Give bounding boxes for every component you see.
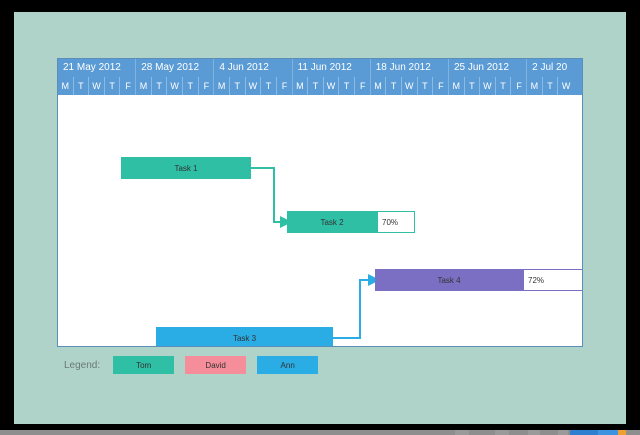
gantt-task-bar[interactable]: Task 3 bbox=[156, 327, 333, 346]
legend-swatch-label: Ann bbox=[280, 360, 295, 370]
timeline-day-cell: M bbox=[58, 77, 74, 95]
timeline-day-cell: T bbox=[74, 77, 90, 95]
gantt-progress-label: 72% bbox=[528, 275, 545, 285]
gantt-task-label: Task 3 bbox=[232, 333, 257, 343]
timeline-day-cell: W bbox=[480, 77, 496, 95]
timeline-day-cell: T bbox=[339, 77, 355, 95]
timeline-day-cell: T bbox=[105, 77, 121, 95]
gantt-task-bar[interactable]: Task 4 bbox=[375, 269, 523, 291]
timeline-day-cell: T bbox=[183, 77, 199, 95]
timeline-week-label: 4 Jun 2012 bbox=[214, 59, 293, 77]
artifact-chip bbox=[570, 430, 598, 435]
timeline-day-cell: T bbox=[230, 77, 246, 95]
artifact-chip bbox=[618, 430, 626, 435]
timeline-week-label: 11 Jun 2012 bbox=[293, 59, 371, 77]
artifact-chip bbox=[558, 430, 568, 435]
gantt-progress-remainder[interactable]: 72% bbox=[523, 269, 582, 291]
timeline-day-cell: M bbox=[293, 77, 309, 95]
timeline-day-cell: M bbox=[136, 77, 152, 95]
gantt-chart-body: Task 1 Task 2 70% Task 3 Task 4 72% bbox=[58, 95, 582, 346]
desktop-taskbar-sliver bbox=[0, 430, 640, 435]
timeline-day-cell: W bbox=[324, 77, 340, 95]
legend-swatch-label: David bbox=[205, 360, 226, 370]
timeline-day-cell: T bbox=[543, 77, 559, 95]
timeline-day-cell: F bbox=[203, 81, 210, 91]
legend-items: Tom David Ann bbox=[113, 356, 329, 374]
timeline-day-cell: F bbox=[125, 81, 131, 91]
legend: Legend: Tom David Ann bbox=[64, 355, 329, 375]
timeline-day-cell: T bbox=[386, 77, 402, 95]
gantt-task-label: Task 1 bbox=[174, 163, 198, 173]
timeline-week-label: 25 Jun 2012 bbox=[449, 59, 528, 77]
timeline-day-cell: M bbox=[527, 77, 543, 95]
artifact-chip bbox=[495, 430, 509, 435]
timeline-day-cell: W bbox=[89, 77, 105, 95]
timeline-day-cell: T bbox=[152, 77, 168, 95]
gantt-task-bar[interactable]: Task 1 bbox=[121, 157, 251, 179]
legend-swatch-tom[interactable]: Tom bbox=[113, 356, 175, 374]
timeline-day-cell: T bbox=[465, 77, 481, 95]
timeline-day-cell: T bbox=[308, 77, 324, 95]
gantt-task-label: Task 4 bbox=[437, 275, 461, 285]
timeline-day-cell: T bbox=[418, 77, 434, 95]
timeline-day-cell: M bbox=[449, 77, 465, 95]
timeline-week-label: 28 May 2012 bbox=[136, 59, 215, 77]
legend-title: Legend: bbox=[64, 359, 101, 371]
timeline-day-cell: M bbox=[371, 77, 387, 95]
gantt-task-bar[interactable]: Task 2 bbox=[287, 211, 377, 233]
legend-swatch-label: Tom bbox=[136, 360, 152, 370]
timeline-day-cell: F bbox=[359, 81, 366, 91]
timeline-week-label: 18 Jun 2012 bbox=[371, 59, 449, 77]
gantt-progress-remainder[interactable]: 70% bbox=[377, 211, 415, 233]
timeline-day-cell: W bbox=[246, 77, 262, 95]
timeline-week-label: 21 May 2012 bbox=[58, 59, 137, 77]
timeline-day-cell: W bbox=[167, 77, 183, 95]
gantt-progress-label: 70% bbox=[382, 217, 399, 227]
connector-task1-task2 bbox=[251, 167, 282, 223]
timeline-day-cell: F bbox=[438, 81, 444, 91]
connector-task3-task4 bbox=[333, 279, 370, 339]
timeline-day-cell: W bbox=[561, 81, 571, 91]
timeline-day-cell: T bbox=[261, 77, 277, 95]
artifact-chip bbox=[628, 430, 638, 435]
timeline-week-label: 2 Jul 20 bbox=[527, 59, 582, 77]
artifact-chip bbox=[528, 430, 540, 435]
legend-swatch-ann[interactable]: Ann bbox=[257, 356, 319, 374]
timeline-day-cell: T bbox=[496, 77, 512, 95]
gantt-task-label: Task 2 bbox=[320, 217, 344, 227]
timeline-day-cell: F bbox=[516, 81, 522, 91]
timeline-day-cell: W bbox=[402, 77, 418, 95]
artifact-chip bbox=[598, 430, 622, 435]
legend-swatch-david[interactable]: David bbox=[185, 356, 247, 374]
timeline-day-cell: M bbox=[214, 77, 230, 95]
artifact-chip bbox=[455, 430, 469, 435]
timeline-day-cell: F bbox=[281, 81, 288, 91]
